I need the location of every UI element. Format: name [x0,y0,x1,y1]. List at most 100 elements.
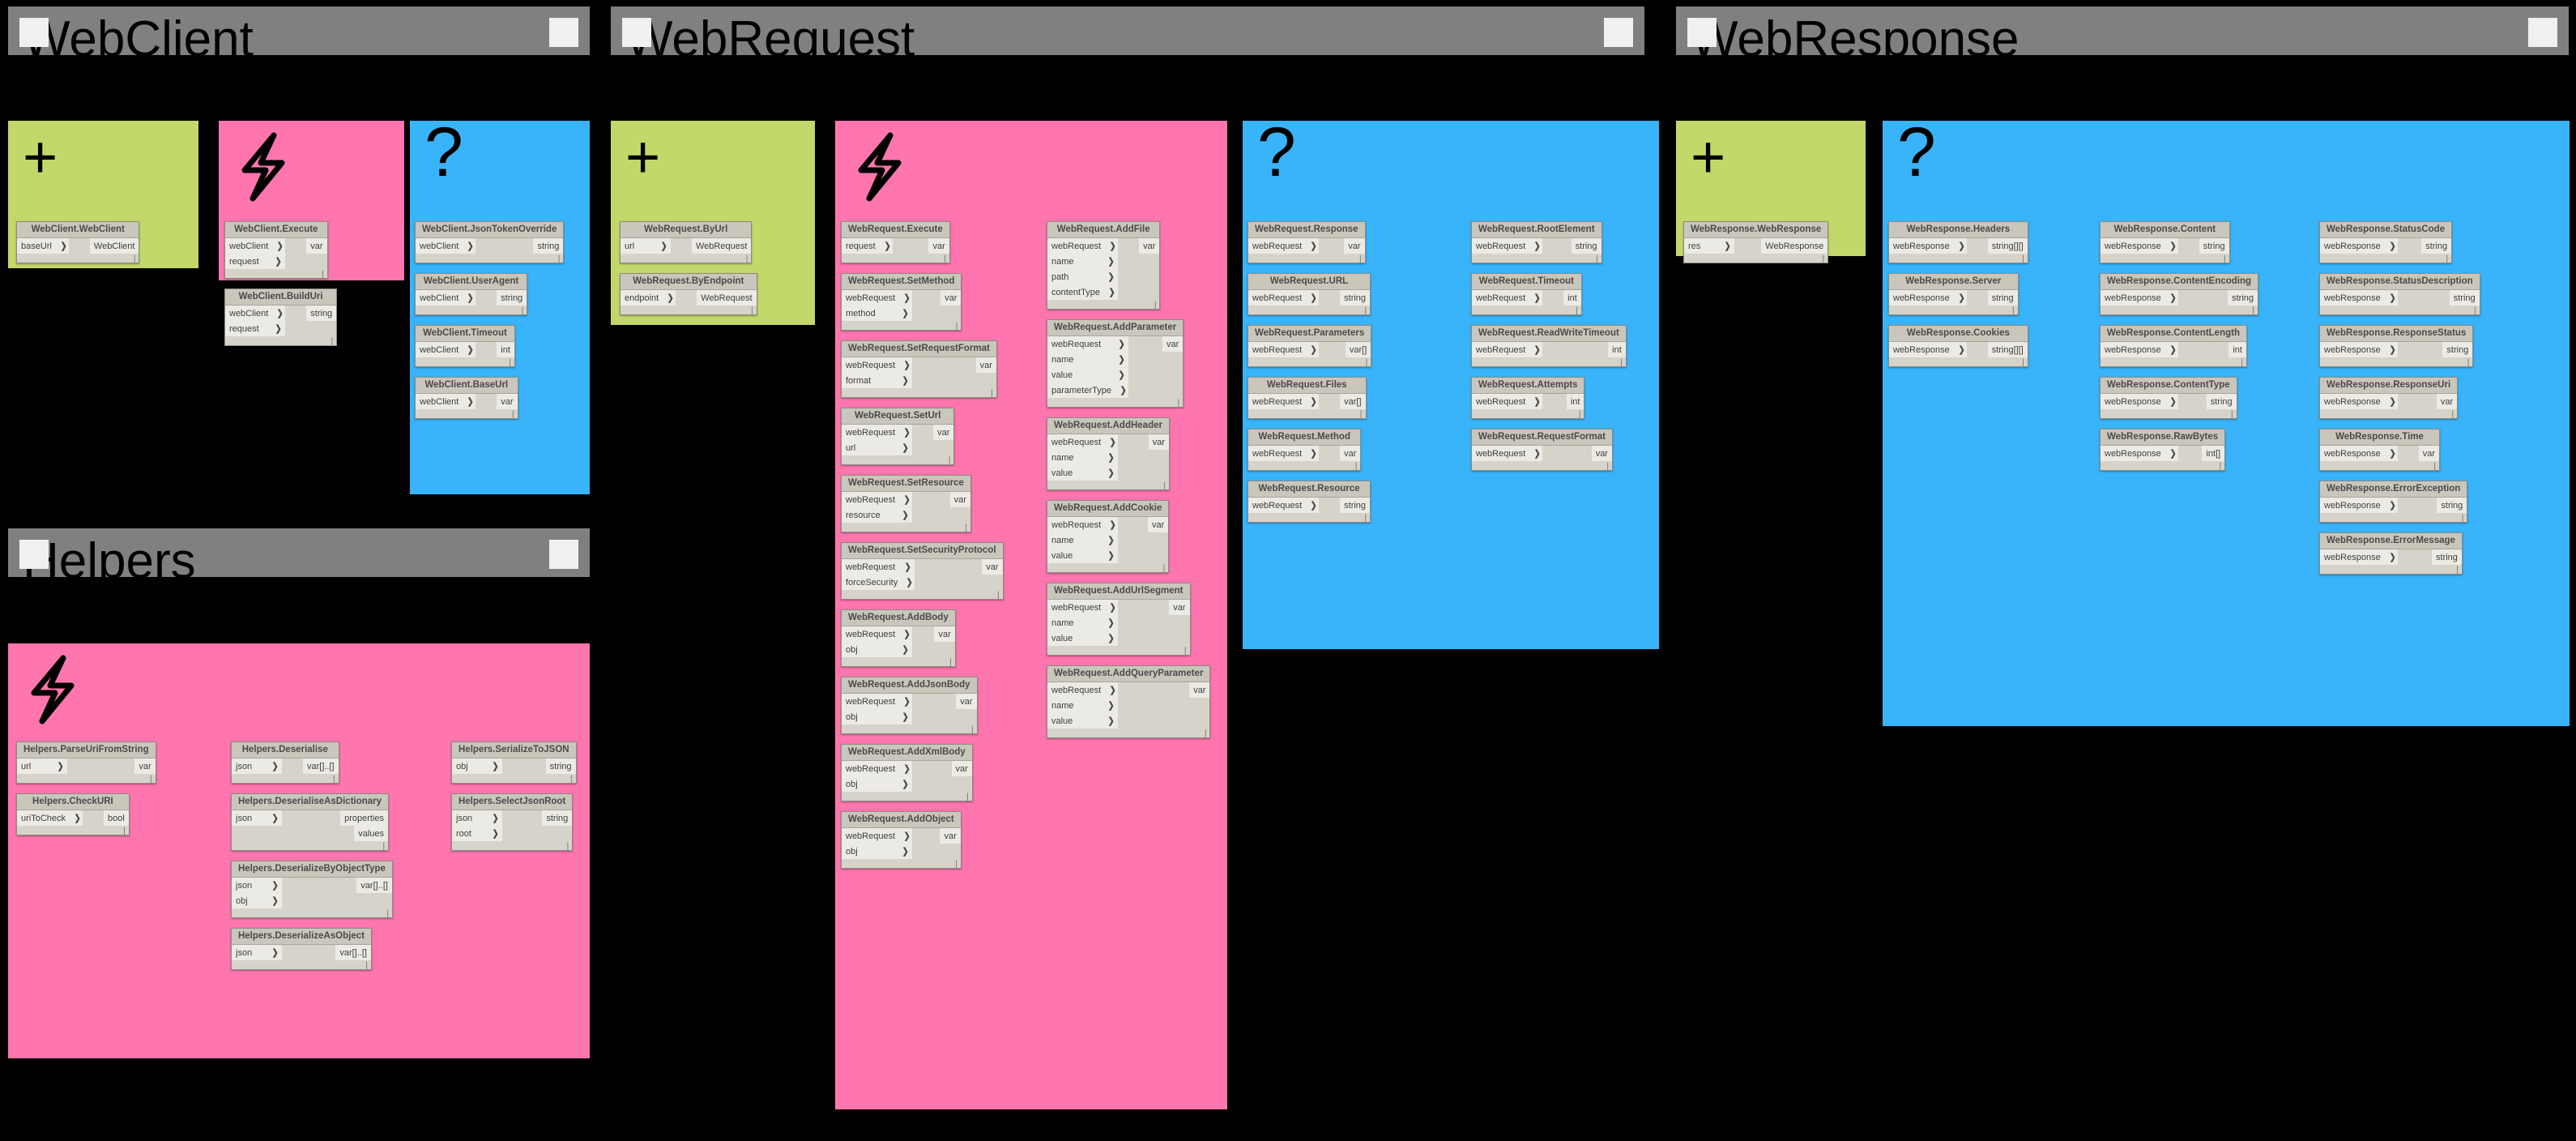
input-port[interactable]: url❯ [17,759,67,775]
output-port[interactable]: var [1344,238,1365,254]
input-port[interactable]: value❯ [1047,465,1119,481]
node-input-row[interactable]: webResponse❯ [2100,446,2224,462]
input-port[interactable]: webRequest❯ [1047,434,1119,451]
input-port[interactable]: webResponse❯ [2320,394,2398,410]
input-port[interactable]: webRequest❯ [1047,238,1119,254]
node-input-row[interactable]: webClient❯ [225,306,336,322]
input-port[interactable]: value❯ [1047,630,1119,647]
output-port[interactable]: string [1340,498,1371,514]
group-header-webclient[interactable]: WebClient [5,3,593,65]
input-port[interactable]: webRequest❯ [1047,517,1119,533]
input-port[interactable]: webRequest❯ [1047,600,1119,616]
node-input-row[interactable]: json❯ [452,810,572,827]
input-port[interactable]: webRequest❯ [1248,498,1320,514]
output-port[interactable]: properties [340,810,389,827]
node-input-row[interactable]: webRequest❯ [842,492,970,508]
node-input-row[interactable]: resource❯ [842,507,970,523]
node-input-row[interactable]: url❯ [621,238,751,254]
input-port[interactable]: webClient❯ [225,238,286,254]
input-port[interactable]: name❯ [1047,615,1119,631]
node-input-row[interactable]: obj❯ [452,759,576,775]
node-resize-handle[interactable]: | [991,389,993,399]
node-input-row[interactable]: webResponse❯ [2320,498,2467,514]
node-resize-handle[interactable]: | [569,775,573,784]
node-input-row[interactable]: webClient❯ [416,238,563,254]
input-port[interactable]: webResponse❯ [2100,342,2178,358]
input-port[interactable]: json❯ [232,878,282,894]
node-input-row[interactable]: webRequest❯ [1047,238,1159,254]
node-resize-handle[interactable]: | [2022,254,2024,264]
node-resize-handle[interactable]: | [566,842,569,852]
node-input-row[interactable]: obj❯ [232,893,392,909]
output-port[interactable]: var [306,238,327,254]
node-input-row[interactable]: value❯ [1047,367,1183,383]
input-port[interactable]: webRequest❯ [842,626,913,643]
output-port[interactable]: var[] [1340,394,1366,410]
output-port[interactable]: int [1608,342,1626,358]
panel-helpers-action[interactable] [5,640,593,1062]
node-input-row[interactable]: webRequest❯ [1047,600,1190,616]
node-input-row[interactable]: method❯ [842,306,961,322]
node-input-row[interactable]: webResponse❯ [2320,238,2451,254]
node-resize-handle[interactable]: | [1359,410,1363,420]
output-port[interactable]: var[] [1345,342,1371,358]
node-resize-handle[interactable]: | [970,725,974,735]
input-port[interactable]: root❯ [452,826,502,842]
node-resize-handle[interactable]: | [382,842,386,852]
node-resize-handle[interactable]: | [333,775,335,784]
output-port[interactable]: string [533,238,564,254]
output-port[interactable]: int [2228,342,2246,358]
input-port[interactable]: method❯ [842,306,913,322]
group-menu-button[interactable] [2528,18,2557,47]
input-port[interactable]: webClient❯ [416,342,476,358]
node-resize-handle[interactable]: | [2433,462,2436,472]
input-port[interactable]: baseUrl❯ [17,238,69,254]
node-input-row[interactable]: name❯ [1047,450,1169,466]
input-port[interactable]: webResponse❯ [1889,238,1967,254]
output-port[interactable]: var [940,828,961,844]
node-resize-handle[interactable]: | [2241,358,2243,368]
node-input-row[interactable]: res❯ [1684,238,1828,254]
node-input-row[interactable]: request❯ [842,238,949,254]
node-resize-handle[interactable]: | [2467,358,2470,368]
input-port[interactable]: name❯ [1047,352,1128,368]
node-input-row[interactable]: contentType❯ [1047,284,1159,301]
output-port[interactable]: var [934,626,955,643]
node-resize-handle[interactable]: | [1822,254,1825,264]
output-port[interactable]: var [1591,446,1612,462]
node-input-row[interactable]: url❯ [17,759,156,775]
input-port[interactable]: webRequest❯ [842,290,913,306]
output-port[interactable]: string [1987,290,2018,306]
output-port[interactable]: var [497,394,518,410]
node-resize-handle[interactable]: | [2461,514,2464,523]
node-input-row[interactable]: format❯ [842,373,996,389]
node-resize-handle[interactable]: | [750,306,753,316]
input-port[interactable]: webResponse❯ [1889,290,1967,306]
input-port[interactable]: resource❯ [842,507,913,523]
node-resize-handle[interactable]: | [511,410,514,420]
node-resize-handle[interactable]: | [955,322,958,331]
node-input-row[interactable]: webResponse❯ [2320,342,2472,358]
group-header-webresponse[interactable]: WebResponse [1673,3,2572,65]
node-input-row[interactable]: uriToCheck❯ [17,810,129,827]
input-port[interactable]: obj❯ [452,759,502,775]
node-input-row[interactable]: webResponse❯ [2100,290,2258,306]
